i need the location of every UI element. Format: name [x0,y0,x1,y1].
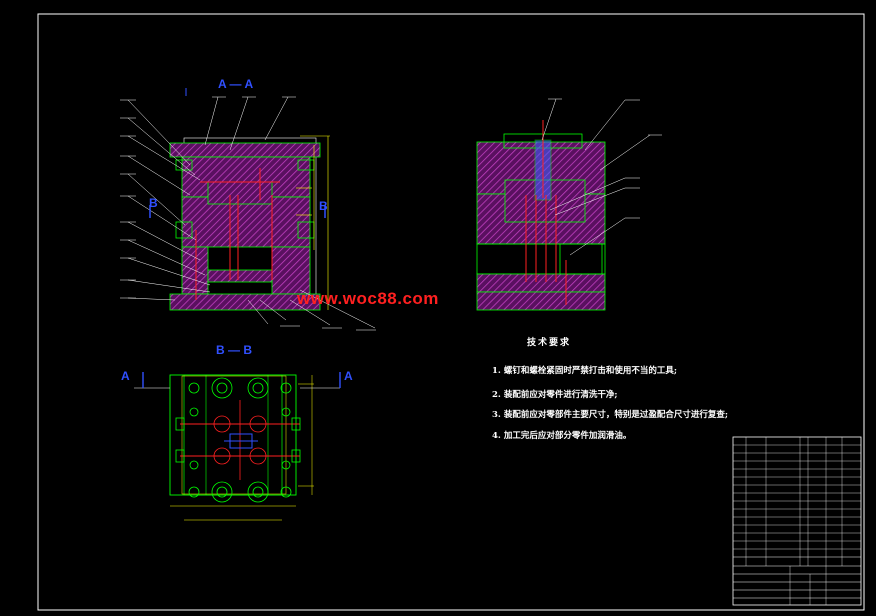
tech-note-1: 1. 螺钉和螺栓紧固时严禁打击和使用不当的工具; [492,366,677,376]
watermark: www.woc88.com [297,289,439,308]
section-mark-a-right: A [344,369,353,383]
section-mark-b-left: B [149,196,158,210]
tech-note-3: 3. 装配前应对零部件主要尺寸，特别是过盈配合尺寸进行复查; [492,410,728,420]
section-label-aa: A — A [218,77,254,91]
side-view-right [476,98,662,311]
drawing-frame [37,13,865,611]
title-block [732,436,862,606]
section-label-bb: B — B [216,343,252,357]
tech-note-2: 2. 装配前应对零件进行清洗干净; [492,390,618,400]
tech-note-4: 4. 加工完后应对部分零件加润滑油。 [492,431,632,441]
main-view-left [120,88,376,331]
tech-requirements-title: 技术要求 [527,338,572,348]
section-mark-a-left: A [121,369,130,383]
section-mark-b-right: B [319,199,328,213]
plan-view-bottom [134,372,341,521]
